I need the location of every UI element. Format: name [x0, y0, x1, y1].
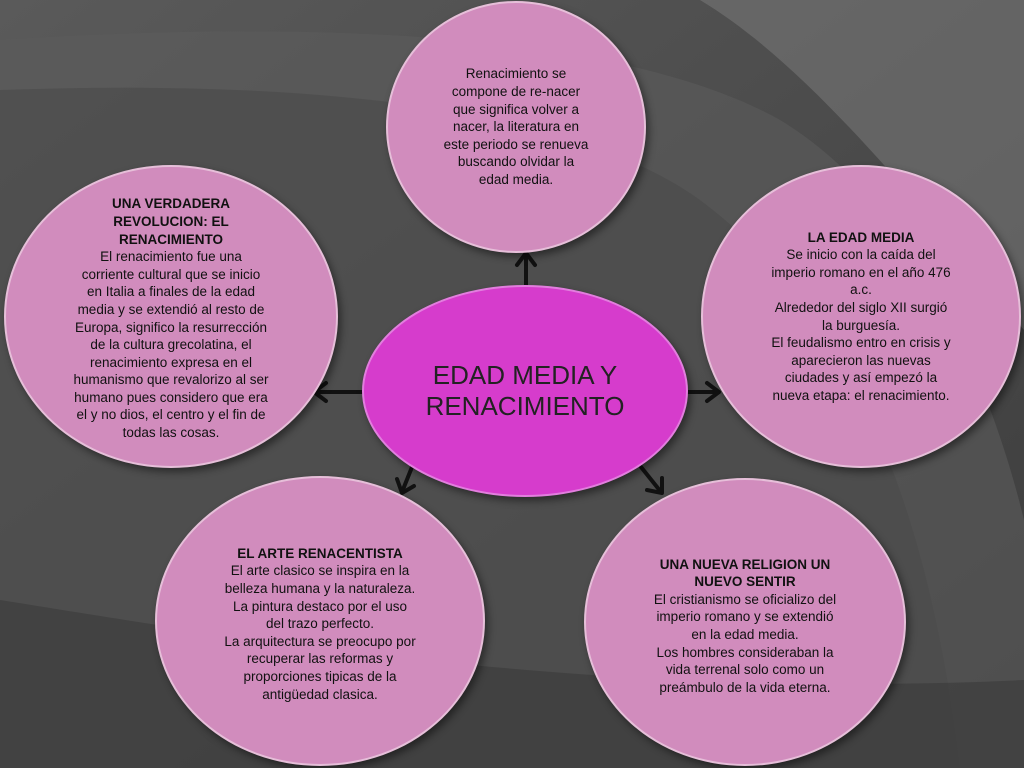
text-line: a.c.	[850, 282, 872, 298]
text-line: El cristianismo se oficializo del	[653, 591, 837, 607]
text-line: edad media.	[478, 171, 554, 187]
bubble-verdadera-revolucion: UNA VERDADERA REVOLUCION: EL RENACIMIENT…	[4, 165, 338, 468]
text-line: El renacimiento fue una	[100, 249, 242, 265]
bubble-heading: RENACIMIENTO	[118, 231, 223, 247]
title-line: RENACIMIENTO	[425, 391, 625, 421]
text-line: Se inicio con la caída del	[786, 247, 936, 263]
title-line: EDAD MEDIA Y	[432, 360, 618, 390]
text-line: antigüedad clasica.	[262, 686, 378, 702]
text-line: media y se extendió al resto de	[77, 301, 265, 317]
text-line: que significa volver a	[452, 101, 580, 117]
bubble-text: UNA NUEVA RELIGION UN NUEVO SENTIR El cr…	[654, 548, 836, 697]
text-line: la burguesía.	[821, 317, 901, 333]
text-line: Renacimiento se	[465, 66, 567, 82]
bubble-heading: UNA VERDADERA	[111, 196, 230, 212]
text-line: nueva etapa: el renacimiento.	[772, 387, 950, 403]
text-line: en Italia a finales de la edad	[86, 284, 256, 300]
text-line: del trazo perfecto.	[265, 616, 375, 632]
bubble-nueva-religion: UNA NUEVA RELIGION UN NUEVO SENTIR El cr…	[584, 478, 906, 766]
central-topic-title: EDAD MEDIA Y RENACIMIENTO	[426, 360, 625, 422]
bubble-text: LA EDAD MEDIA Se inicio con la caída del…	[771, 229, 950, 405]
text-line: recuperar las reformas y	[246, 651, 394, 667]
text-line: nacer, la literatura en	[452, 119, 580, 135]
text-line: Europa, significo la resurrección	[74, 319, 268, 335]
bubble-heading: UNA NUEVA RELIGION UN	[659, 556, 831, 572]
text-line: belleza humana y la naturaleza.	[224, 581, 416, 597]
text-line: compone de re-nacer	[451, 84, 581, 100]
bubble-text: Renacimiento se compone de re-nacer que …	[444, 65, 589, 188]
text-line: renacimiento expresa en el	[89, 354, 253, 370]
text-line: imperio romano en el año 476	[771, 264, 951, 280]
bubble-text: EL ARTE RENACENTISTA El arte clasico se …	[224, 539, 415, 703]
text-line: Los hombres consideraban la	[656, 644, 834, 660]
text-line: preámbulo de la vida eterna.	[659, 679, 831, 695]
text-line: La arquitectura se preocupo por	[224, 633, 416, 649]
bubble-heading: NUEVO SENTIR	[694, 574, 796, 590]
bubble-heading: LA EDAD MEDIA	[807, 229, 915, 245]
bubble-text: UNA VERDADERA REVOLUCION: EL RENACIMIENT…	[73, 191, 268, 441]
text-line: en la edad media.	[691, 627, 799, 642]
text-line: corriente cultural que se inicio	[81, 266, 261, 282]
text-line: proporciones tipicas de la	[243, 668, 397, 684]
bubble-renacimiento-definicion: Renacimiento se compone de re-nacer que …	[386, 1, 646, 253]
text-line: El feudalismo entro en crisis y	[771, 335, 951, 351]
text-line: de la cultura grecolatina, el	[90, 337, 252, 353]
text-line: vida terrenal solo como un	[665, 662, 825, 678]
text-line: imperio romano y se extendió	[656, 609, 834, 625]
text-line: humano pues considero que era	[74, 389, 268, 405]
text-line: todas las cosas.	[122, 425, 220, 441]
text-line: La pintura destaco por el uso	[232, 598, 408, 614]
text-line: Alrededor del siglo XII surgió	[774, 299, 948, 315]
bubble-heading: EL ARTE RENACENTISTA	[237, 545, 403, 561]
text-line: humanismo que revalorizo al ser	[73, 372, 269, 388]
central-topic: EDAD MEDIA Y RENACIMIENTO	[362, 285, 688, 497]
bubble-edad-media: LA EDAD MEDIA Se inicio con la caída del…	[701, 165, 1021, 468]
text-line: este periodo se renueva	[443, 136, 589, 152]
bubble-arte-renacentista: EL ARTE RENACENTISTA El arte clasico se …	[155, 476, 485, 766]
text-line: aparecieron las nuevas	[791, 352, 931, 368]
text-line: El arte clasico se inspira en la	[230, 563, 410, 579]
text-line: ciudades y así empezó la	[784, 370, 938, 386]
bubble-heading: REVOLUCION: EL	[113, 213, 229, 229]
text-line: el y no dios, el centro y el fin de	[76, 407, 266, 423]
text-line: buscando olvidar la	[457, 154, 575, 170]
